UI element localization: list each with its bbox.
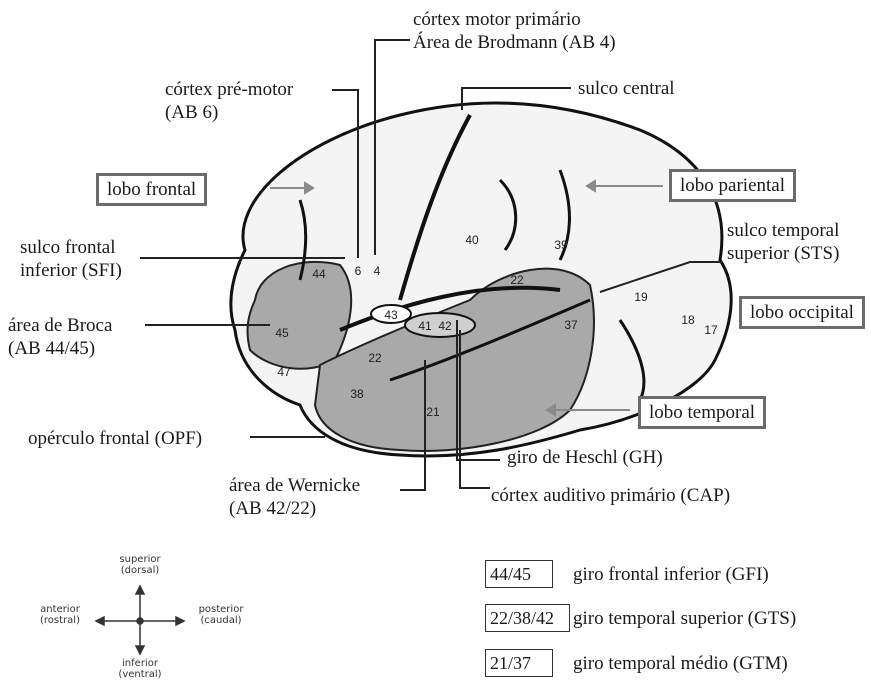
orientation-compass xyxy=(96,586,184,654)
area-40: 40 xyxy=(465,233,479,247)
label-lobo-parietal: lobo pariental xyxy=(669,169,796,202)
legend-text: giro temporal médio (GTM) xyxy=(573,651,788,677)
area-42: 42 xyxy=(438,319,452,333)
label-lobo-occipital: lobo occipital xyxy=(739,296,865,329)
area-43: 43 xyxy=(384,308,398,322)
label-heschl: giro de Heschl (GH) xyxy=(507,446,663,469)
area-21: 21 xyxy=(426,405,440,419)
area-19: 19 xyxy=(634,290,648,304)
area-41: 41 xyxy=(418,319,432,333)
label-sfi: sulco frontal inferior (SFI) xyxy=(20,236,122,282)
compass-anterior: anterior (rostral) xyxy=(30,604,90,626)
area-22-superior: 22 xyxy=(510,273,524,287)
area-4: 4 xyxy=(374,264,381,278)
area-45: 45 xyxy=(275,326,289,340)
label-broca: área de Broca (AB 44/45) xyxy=(8,314,112,360)
compass-superior: superior (dorsal) xyxy=(110,554,170,576)
label-sulco-central: sulco central xyxy=(578,77,675,100)
label-opf: opérculo frontal (OPF) xyxy=(28,427,202,450)
area-37: 37 xyxy=(564,318,578,332)
legend-code: 44/45 xyxy=(485,560,553,588)
compass-inferior: inferior (ventral) xyxy=(110,658,170,680)
legend-code: 21/37 xyxy=(485,649,553,677)
area-6: 6 xyxy=(355,264,362,278)
label-sts: sulco temporal superior (STS) xyxy=(727,219,839,265)
label-cap: córtex auditivo primário (CAP) xyxy=(491,484,730,507)
area-44: 44 xyxy=(312,267,326,281)
legend-code: 22/38/42 xyxy=(485,604,570,632)
area-47: 47 xyxy=(277,365,291,379)
compass-posterior: posterior (caudal) xyxy=(188,604,254,626)
legend-text: giro frontal inferior (GFI) xyxy=(573,562,769,588)
label-lobo-frontal: lobo frontal xyxy=(96,173,207,206)
area-39: 39 xyxy=(554,238,568,252)
label-motor-primary: córtex motor primário Área de Brodmann (… xyxy=(413,8,616,54)
label-lobo-temporal: lobo temporal xyxy=(638,396,766,429)
area-18: 18 xyxy=(681,313,695,327)
label-wernicke: área de Wernicke (AB 42/22) xyxy=(229,474,360,520)
legend-text: giro temporal superior (GTS) xyxy=(573,606,796,632)
label-premotor: córtex pré-motor (AB 6) xyxy=(165,78,293,124)
area-17: 17 xyxy=(704,323,718,337)
area-22-inferior: 22 xyxy=(368,351,382,365)
area-38: 38 xyxy=(350,387,364,401)
